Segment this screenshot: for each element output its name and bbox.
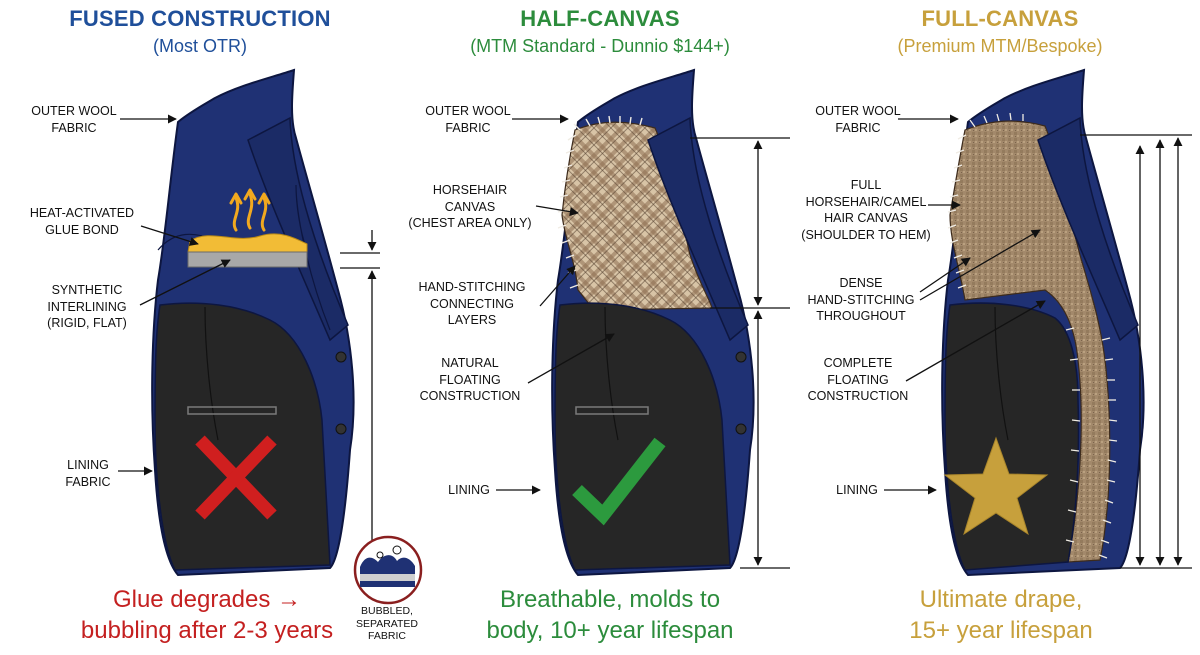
verdict-caption: Glue degrades →bubbling after 2-3 years [80,586,334,644]
panel-title: FULL-CANVAS [921,6,1079,31]
panel-subtitle: (Premium MTM/Bespoke) [897,36,1103,56]
verdict-caption: Ultimate drape,15+ year lifespan [909,586,1093,644]
panel-title: FUSED CONSTRUCTION [69,6,331,31]
red-x-icon [195,435,277,520]
panel-half-canvas: HALF-CANVAS (MTM Standard - Dunnio $144+… [400,0,800,655]
panel-fused-construction: FUSED CONSTRUCTION (Most OTR) OUTER WOOL… [0,0,418,655]
half-canvas-jacket [551,68,755,577]
full-stitches [947,112,1118,559]
full-callout-arrows [884,114,1192,569]
heat-arrows-icon [229,188,271,232]
panel-subtitle: (Most OTR) [153,36,247,56]
bubbled-fabric-detail-icon [353,535,423,605]
callout-lining: LINING [836,483,878,497]
half-callout-arrows [496,114,790,569]
panel-full-canvas: FULL-CANVAS (Premium MTM/Bespoke) OUTER … [800,0,1200,655]
callout-lining: LINING [448,483,490,497]
panel-subtitle: (MTM Standard - Dunnio $144+) [470,36,730,56]
fused-callout-arrows [118,114,380,540]
gold-star-icon [943,436,1049,536]
green-check-icon [572,437,666,526]
panel-title: HALF-CANVAS [520,6,680,31]
